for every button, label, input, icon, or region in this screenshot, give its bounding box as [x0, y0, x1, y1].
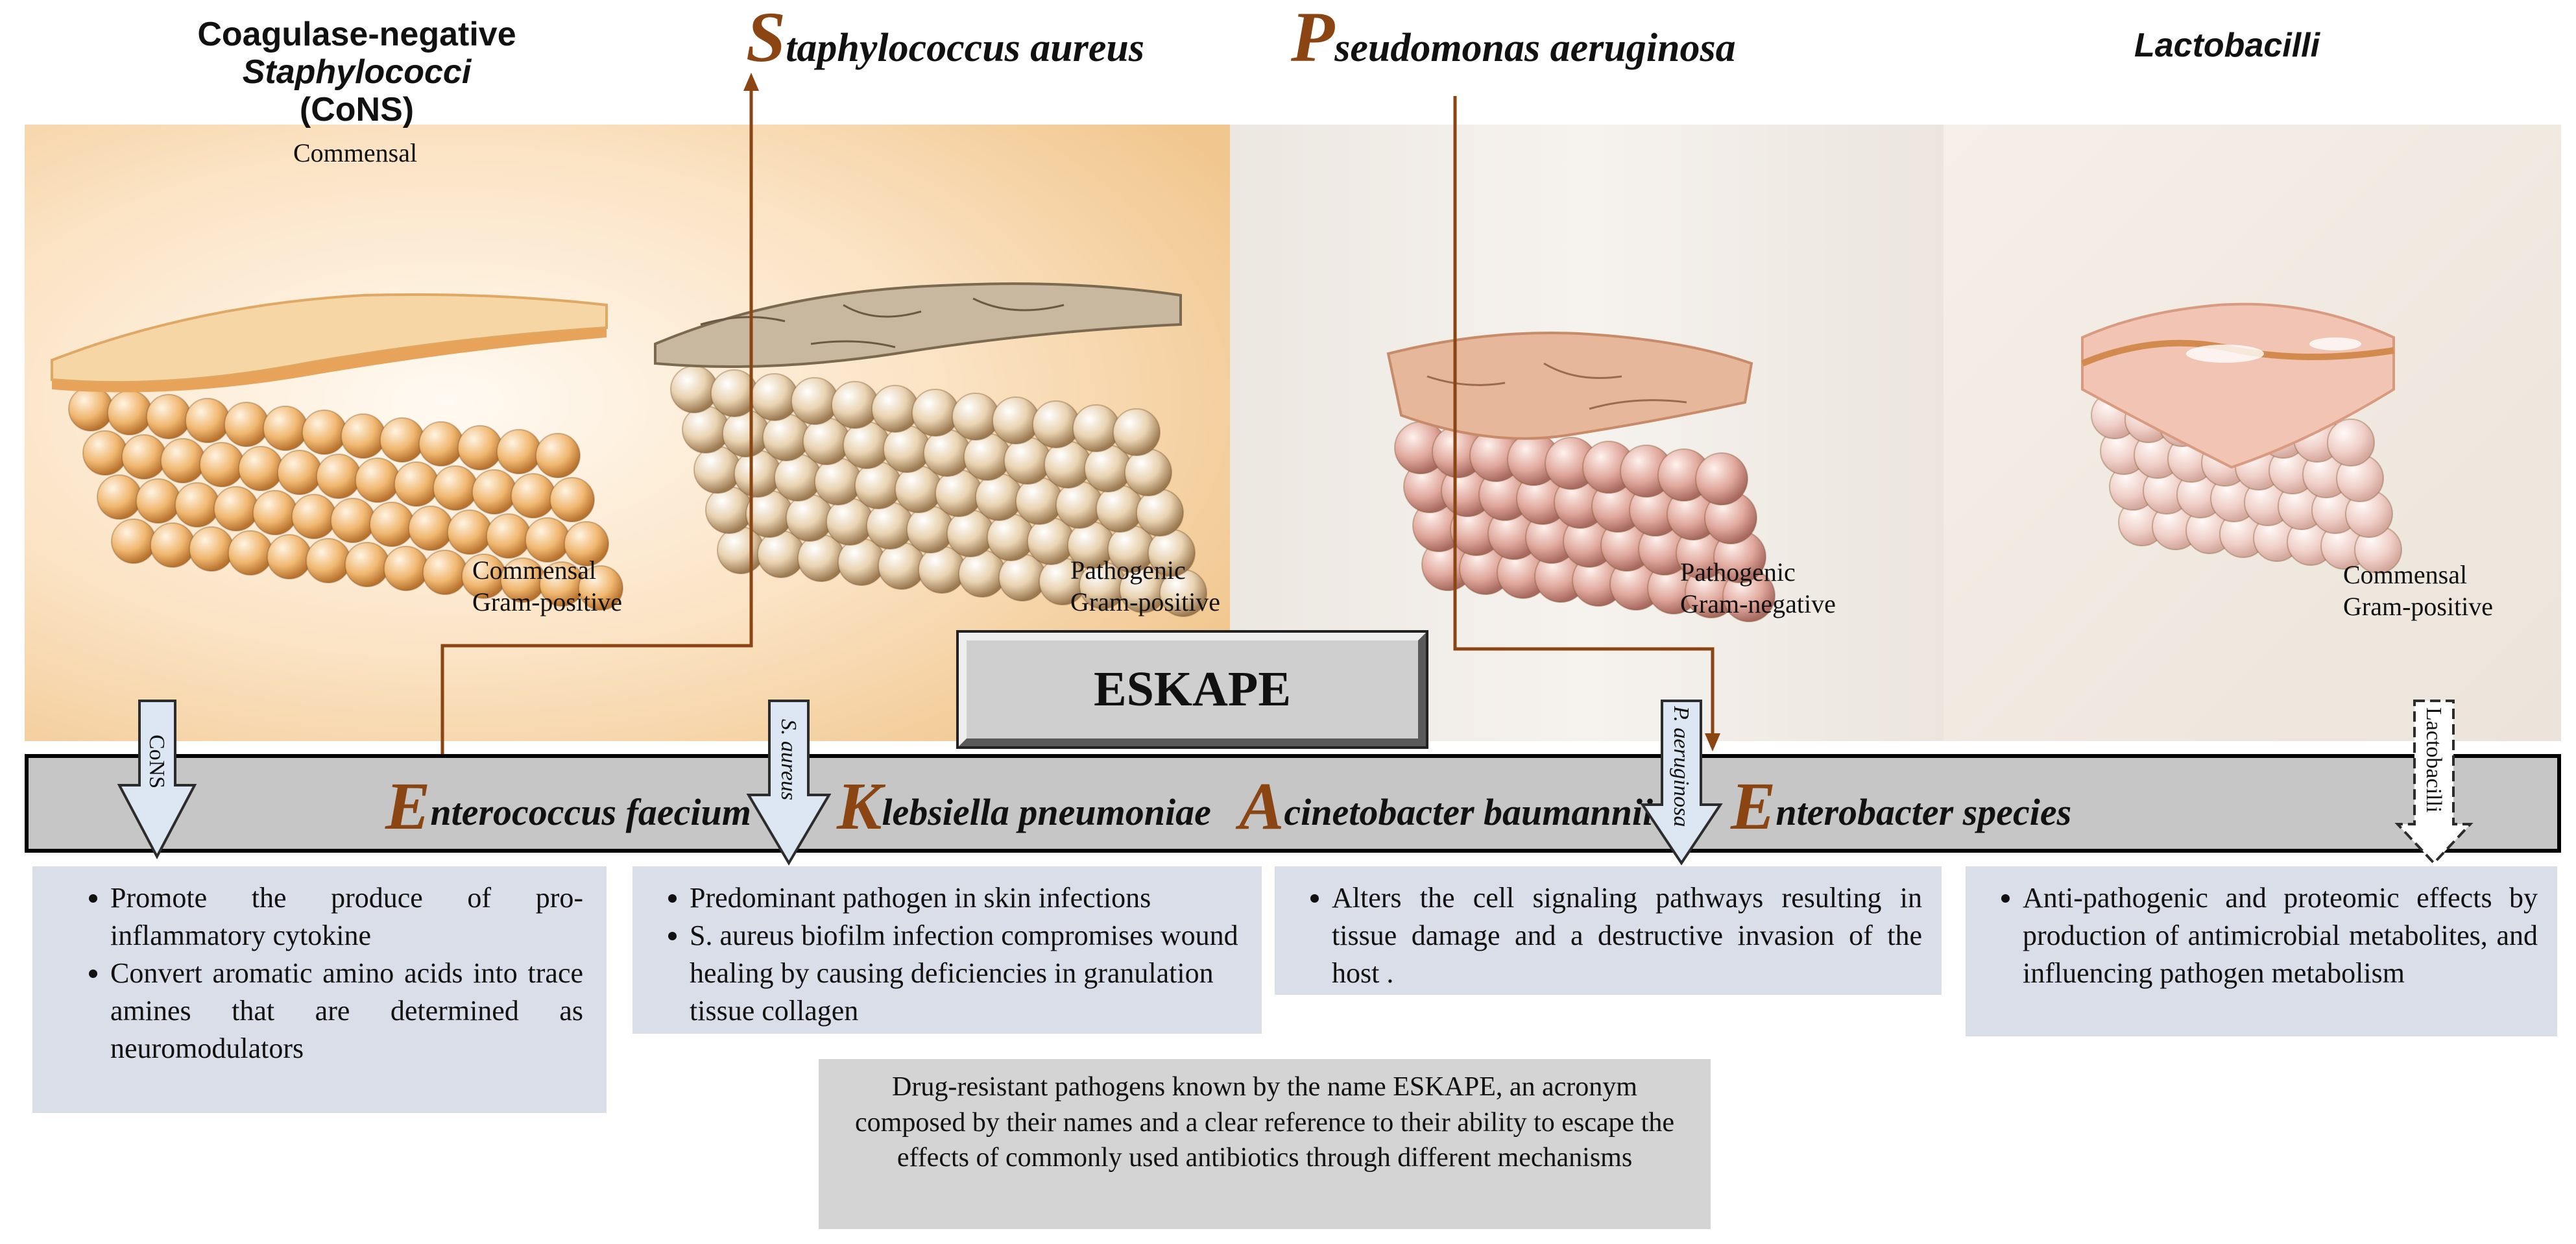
- band-acinetobacter: Acinetobacter baumannii: [1239, 758, 1653, 855]
- cons-info-item: Promote the produce of pro-inflammatory …: [110, 879, 583, 955]
- lactobacilli-info-box: Anti-pathogenic and proteomic effects by…: [1966, 866, 2557, 1036]
- band-enterococcus: Enterococcus faecium: [385, 758, 751, 855]
- cons-info-item: Convert aromatic amino acids into trace …: [110, 955, 583, 1067]
- saureus-label-gram: Gram-positive: [1070, 587, 1221, 616]
- saureus-image-label: Pathogenic Gram-positive: [1070, 555, 1220, 618]
- band-acinetobacter-rest: cinetobacter baumannii: [1284, 791, 1654, 833]
- saureus-arrow-label: S. aureus: [776, 719, 800, 801]
- cons-image-label: Commensal Gram-positive: [472, 555, 622, 618]
- paeruginosa-header-initial: P: [1291, 0, 1335, 77]
- paeruginosa-image-label: Pathogenic Gram-negative: [1680, 557, 1836, 620]
- paeruginosa-label-role: Pathogenic: [1680, 557, 1796, 587]
- band-acinetobacter-initial: A: [1239, 769, 1284, 844]
- lactobacilli-skin-illustration: [2081, 302, 2402, 574]
- band-enterobacter: Enterobacter species: [1731, 758, 2071, 855]
- paeruginosa-label-gram: Gram-negative: [1680, 589, 1836, 618]
- paeruginosa-down-arrow-icon: [1640, 700, 1723, 866]
- cons-down-arrow-icon: [117, 700, 197, 860]
- lactobacilli-down-arrow-icon: [2394, 700, 2474, 865]
- band-enterobacter-initial: E: [1731, 769, 1776, 844]
- eskape-band: [25, 754, 2561, 853]
- lactobacilli-header: Lactobacilli: [2134, 27, 2320, 64]
- commensal-top-label: Commensal: [293, 138, 418, 167]
- paeruginosa-header-rest: seudomonas aeruginosa: [1334, 26, 1736, 70]
- cons-header: Coagulase-negative Staphylococci (CoNS): [84, 16, 629, 129]
- band-enterococcus-initial: E: [385, 769, 431, 844]
- paeruginosa-skin-illustration: [1386, 332, 1776, 622]
- saureus-down-arrow-icon: [746, 700, 832, 866]
- band-klebsiella-rest: lebsiella pneumoniae: [882, 791, 1211, 833]
- eskape-definition-note: Drug-resistant pathogens known by the na…: [819, 1059, 1711, 1229]
- lactobacilli-info-item: Anti-pathogenic and proteomic effects by…: [2023, 879, 2538, 992]
- saureus-header-initial: S: [746, 0, 786, 77]
- band-klebsiella: Klebsiella pneumoniae: [837, 758, 1211, 855]
- paeruginosa-info-item: Alters the cell signaling pathways resul…: [1332, 879, 1922, 992]
- lactobacilli-arrow-label: Lactobacilli: [2422, 707, 2446, 813]
- cons-skin-illustration: [51, 293, 623, 611]
- paeruginosa-header: Pseudomonas aeruginosa: [1291, 0, 1736, 79]
- lactobacilli-label-gram: Gram-positive: [2343, 591, 2494, 621]
- saureus-skin-illustration: [654, 282, 1207, 617]
- cons-header-abbrev: (CoNS): [299, 91, 415, 129]
- cons-label-role: Commensal: [472, 555, 597, 585]
- saureus-header-rest: taphylococcus aureus: [786, 26, 1145, 70]
- paeruginosa-info-box: Alters the cell signaling pathways resul…: [1275, 866, 1942, 995]
- connector-lines: [440, 73, 1720, 767]
- eskape-title: ESKAPE: [1093, 662, 1292, 716]
- band-enterobacter-rest: nterobacter species: [1776, 791, 2072, 833]
- saureus-header: Staphylococcus aureus: [746, 0, 1144, 79]
- cons-header-italic: Staphylococci: [242, 53, 472, 91]
- saureus-info-item: S. aureus biofilm infection compromises …: [690, 917, 1242, 1030]
- cons-arrow-label: CoNS: [145, 735, 169, 789]
- lactobacilli-image-label: Commensal Gram-positive: [2343, 559, 2493, 623]
- cons-label-gram: Gram-positive: [472, 587, 623, 616]
- saureus-info-box: Predominant pathogen in skin infections …: [632, 866, 1262, 1034]
- band-enterococcus-rest: nterococcus faecium: [430, 791, 751, 833]
- paeruginosa-arrow-label: P. aeruginosa: [1669, 706, 1693, 827]
- cons-header-prefix: Coagulase-negative: [197, 16, 516, 53]
- eskape-box: ESKAPE: [959, 633, 1426, 746]
- cons-info-box: Promote the produce of pro-inflammatory …: [32, 866, 607, 1113]
- band-klebsiella-initial: K: [837, 769, 882, 844]
- saureus-label-role: Pathogenic: [1070, 555, 1186, 585]
- lactobacilli-label-role: Commensal: [2343, 560, 2468, 589]
- saureus-info-item: Predominant pathogen in skin infections: [690, 879, 1242, 917]
